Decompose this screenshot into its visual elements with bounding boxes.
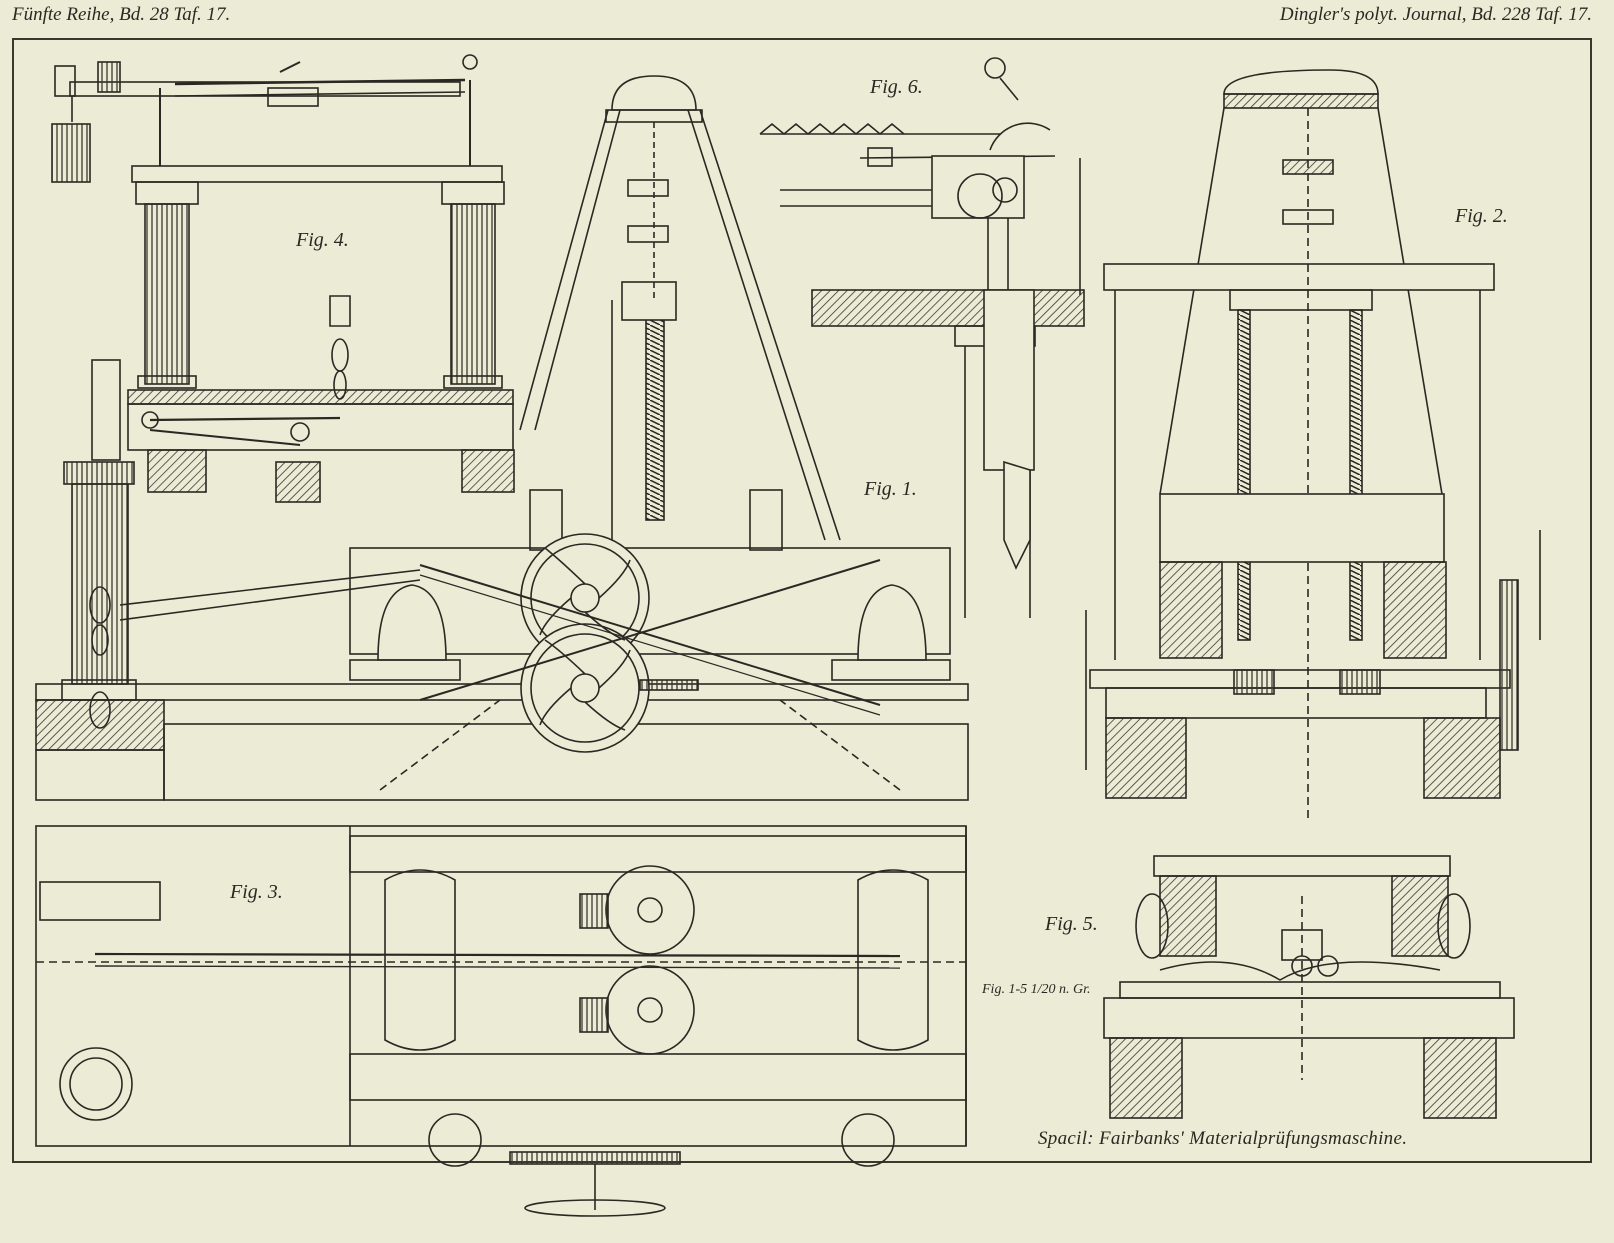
fig6-label: Fig. 6. xyxy=(869,76,923,98)
fig1-drawing xyxy=(35,75,969,801)
fig6-drawing xyxy=(759,57,1085,618)
plate-frame xyxy=(12,38,1592,1163)
fig5-drawing xyxy=(1103,855,1515,1119)
fig1-label: Fig. 1. xyxy=(863,478,917,500)
fig4-drawing xyxy=(51,54,515,503)
fig2-label: Fig. 2. xyxy=(1454,205,1508,227)
header-series: Fünfte Reihe, Bd. 28 Taf. 17. xyxy=(12,4,231,25)
fig4-label: Fig. 4. xyxy=(295,229,349,251)
header-journal: Dingler's polyt. Journal, Bd. 228 Taf. 1… xyxy=(1279,4,1592,25)
fig3-drawing xyxy=(35,825,967,1217)
plate-caption: Spacil: Fairbanks' Materialprüfungsmasch… xyxy=(1038,1128,1408,1149)
fig5-label: Fig. 5. xyxy=(1044,913,1098,935)
fig2-drawing xyxy=(1085,69,1541,820)
scale-note: Fig. 1-5 1/20 n. Gr. xyxy=(982,982,1091,997)
fig3-label: Fig. 3. xyxy=(229,881,283,903)
